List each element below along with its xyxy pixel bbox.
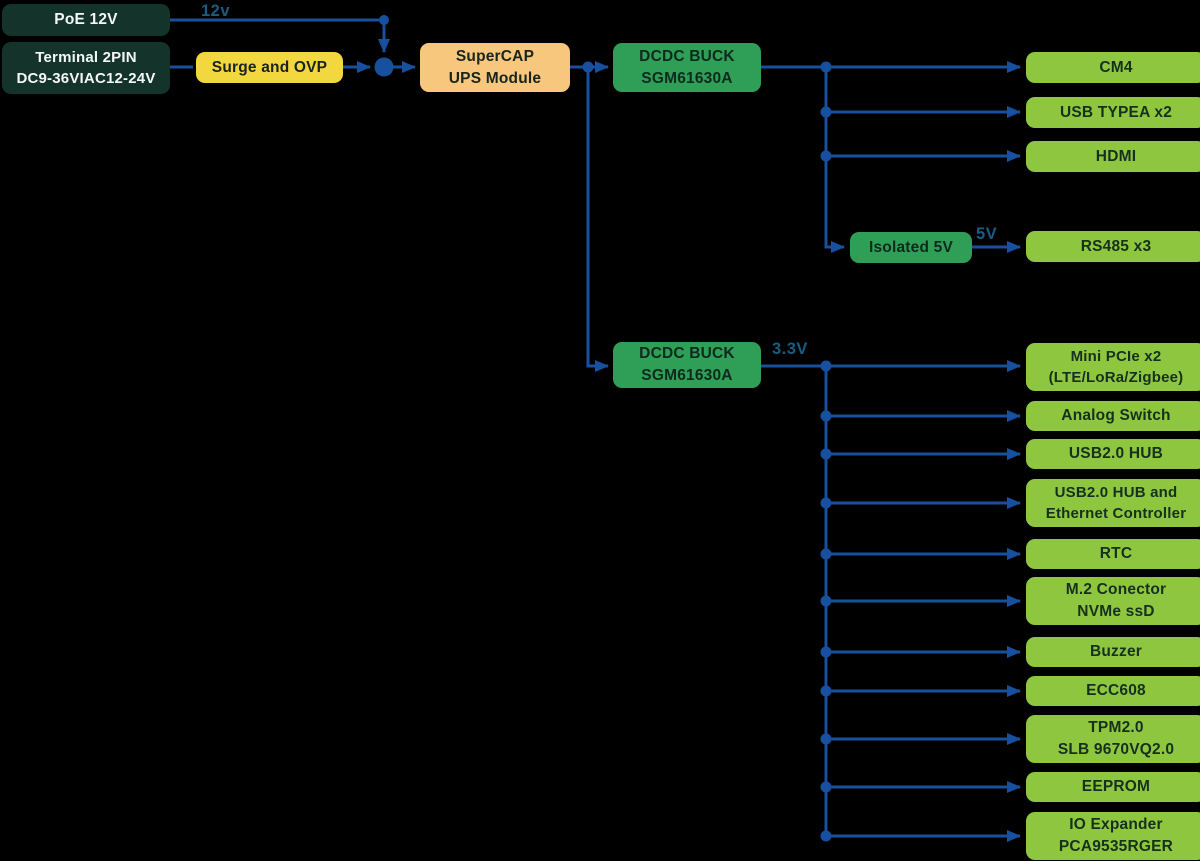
node-ecc608: ECC608: [1026, 676, 1200, 706]
node-dcdc-buck-1: DCDC BUCK SGM61630A: [613, 43, 761, 92]
wire-supercap-to-buck2: [586, 67, 609, 372]
node-analog-switch: Analog Switch: [1026, 401, 1200, 431]
node-buzzer: Buzzer: [1026, 637, 1200, 667]
node-m2-connector: M.2 Conector NVMe ssD: [1026, 577, 1200, 625]
node-rs485: RS485 x3: [1026, 231, 1200, 262]
node-dcdc-buck-2: DCDC BUCK SGM61630A: [613, 342, 761, 388]
node-usb2-hub-ethernet: USB2.0 HUB and Ethernet Controller: [1026, 479, 1200, 527]
junction-dots: [374, 15, 832, 842]
node-supercap-ups: SuperCAP UPS Module: [420, 43, 570, 92]
node-poe-12v-label: PoE 12V: [54, 11, 118, 29]
node-rtc: RTC: [1026, 539, 1200, 569]
rail-label-12v: 12v: [201, 2, 231, 20]
node-hdmi: HDMI: [1026, 141, 1200, 172]
node-poe-12v: PoE 12V: [2, 4, 170, 36]
junction-power-merge: [374, 57, 394, 77]
node-eeprom: EEPROM: [1026, 772, 1200, 802]
node-terminal-2pin: Terminal 2PIN DC9-36VIAC12-24V: [2, 42, 170, 94]
node-cm4: CM4: [1026, 52, 1200, 83]
wire-poe-12v-to-merge: [170, 18, 390, 53]
rail-label-3v3: 3.3V: [772, 340, 808, 358]
node-surge-ovp: Surge and OVP: [196, 52, 343, 83]
junction-12v-corner: [379, 15, 389, 25]
node-usb2-hub: USB2.0 HUB: [1026, 439, 1200, 469]
wire-5v-bus-to-isolated5v: [824, 67, 845, 253]
rail-label-5v: 5V: [976, 225, 998, 243]
node-usb-typea: USB TYPEA x2: [1026, 97, 1200, 128]
node-io-expander: IO Expander PCA9535RGER: [1026, 812, 1200, 860]
junction-supercap-out: [582, 61, 594, 73]
node-mini-pcie: Mini PCIe x2 (LTE/LoRa/Zigbee): [1026, 343, 1200, 391]
node-isolated-5v: Isolated 5V: [850, 232, 972, 263]
node-tpm2: TPM2.0 SLB 9670VQ2.0: [1026, 715, 1200, 763]
